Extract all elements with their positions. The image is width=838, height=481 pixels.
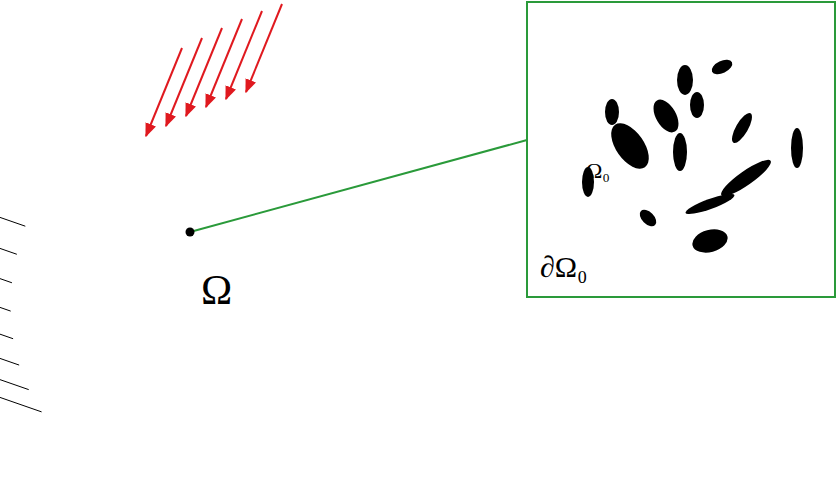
hatch-line xyxy=(0,349,19,365)
material-point xyxy=(186,228,195,237)
rve-domain: Ω₀∂Ω₀ xyxy=(560,30,800,270)
inclusion xyxy=(605,99,619,125)
hatch-line xyxy=(0,267,12,283)
zoom-leader xyxy=(190,140,527,232)
text-slot: Ω₀ xyxy=(586,160,610,182)
inclusion xyxy=(709,57,734,77)
hatch-line xyxy=(0,238,17,254)
fixed-support xyxy=(0,210,42,412)
zoom-frame xyxy=(527,2,835,297)
boundary-label: ∂Ω₀ xyxy=(540,252,588,282)
inclusion xyxy=(728,110,755,145)
load-arrow xyxy=(246,4,282,92)
hatch-line xyxy=(0,374,29,390)
inclusion xyxy=(604,117,657,176)
hatch-line xyxy=(0,210,25,226)
distributed-load xyxy=(146,4,282,136)
inclusion xyxy=(717,155,774,201)
load-arrow xyxy=(146,48,182,136)
hatch-line xyxy=(0,295,11,311)
ellipse-outline xyxy=(11,73,379,477)
load-arrow xyxy=(166,38,202,126)
domain-label: Ω₀ xyxy=(586,160,610,182)
load-arrow xyxy=(186,28,222,116)
domain-label: Ω xyxy=(201,269,232,311)
load-arrow xyxy=(206,19,242,107)
text-slot: Ω xyxy=(201,269,232,311)
hatch-line xyxy=(0,396,42,412)
circle-outline xyxy=(560,30,800,270)
load-arrow xyxy=(226,11,262,99)
rve-outline xyxy=(561,31,799,269)
inclusions xyxy=(582,57,803,256)
inclusion xyxy=(637,207,660,230)
inclusion xyxy=(677,65,693,95)
text-slot: ∂Ω₀ xyxy=(540,252,588,282)
inclusion xyxy=(690,92,704,118)
inclusion xyxy=(791,128,803,168)
body-outline xyxy=(0,6,452,481)
inclusion xyxy=(673,133,687,171)
hatch-line xyxy=(0,323,13,339)
inclusion xyxy=(648,95,683,136)
inclusion xyxy=(582,167,594,197)
inclusion xyxy=(684,190,736,217)
inclusion xyxy=(690,226,730,257)
body-domain: Ω xyxy=(11,73,379,477)
